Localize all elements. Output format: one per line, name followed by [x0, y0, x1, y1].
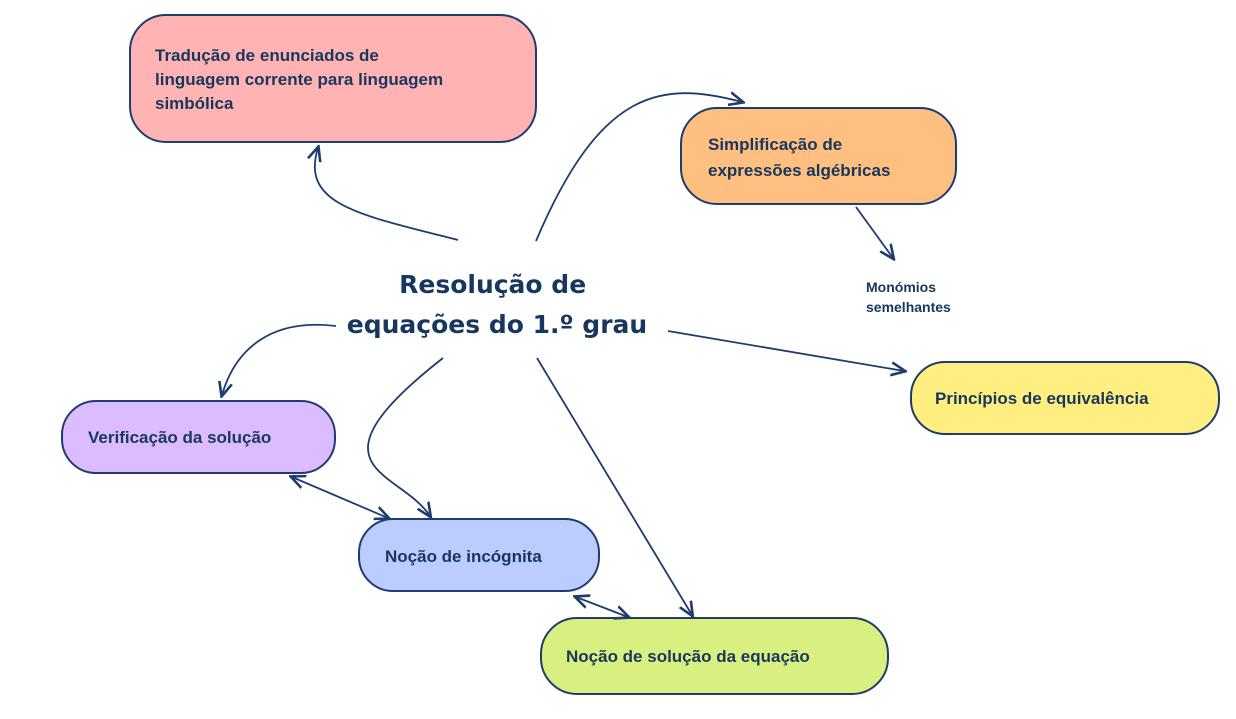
solucao-label: Noção de solução da equação [566, 647, 810, 666]
simplificacao-line-2: expressões algébricas [708, 161, 890, 180]
node-principios: Princípios de equivalência [910, 361, 1220, 435]
monomios-line-1: Monómios [866, 279, 936, 295]
node-incognita: Noção de incógnita [358, 518, 600, 592]
node-traducao: Tradução de enunciados de linguagem corr… [129, 14, 537, 143]
connector-to-simplificacao [535, 93, 742, 242]
connector-to-solucao [536, 357, 692, 615]
connector-to-verificacao [222, 323, 337, 395]
monomios-line-2: semelhantes [866, 299, 951, 315]
monomios-label: Monómios semelhantes [866, 279, 951, 315]
principios-label: Princípios de equivalência [935, 389, 1149, 408]
cloud-shape-principios [910, 361, 1220, 435]
cloud-shape-traducao [129, 14, 537, 143]
cloud-shape-verificacao [61, 400, 336, 474]
connector-to-incognita [367, 357, 444, 516]
connector-verificacao-incognita [292, 477, 388, 518]
verificacao-label: Verificação da solução [88, 428, 271, 447]
connector-to-principios [667, 330, 904, 371]
simplificacao-label: Simplificação de expressões algébricas [708, 135, 890, 180]
traducao-line-2: linguagem corrente para linguagem [155, 70, 443, 89]
node-solucao: Noção de solução da equação [540, 617, 889, 695]
node-simplificacao: Simplificação de expressões algébricas [680, 107, 957, 205]
traducao-line-3: simbólica [155, 94, 234, 113]
central-title-line-1: Resolução de [399, 270, 586, 299]
cloud-shape-simplificacao [680, 107, 957, 205]
cloud-shape-solucao [540, 617, 889, 695]
central-title: Resolução de equações do 1.º grau [347, 270, 647, 339]
cloud-shape-incognita [358, 518, 600, 592]
node-verificacao: Verificação da solução [61, 400, 336, 474]
connector-incognita-solucao [576, 597, 628, 617]
central-title-line-2: equações do 1.º grau [347, 310, 647, 339]
incognita-label: Noção de incógnita [385, 547, 542, 566]
traducao-label: Tradução de enunciados de linguagem corr… [155, 46, 448, 113]
connector-to-traducao [315, 148, 459, 241]
connector-simplificacao-monomios [855, 206, 893, 258]
simplificacao-line-1: Simplificação de [708, 135, 842, 154]
traducao-line-1: Tradução de enunciados de [155, 46, 379, 65]
